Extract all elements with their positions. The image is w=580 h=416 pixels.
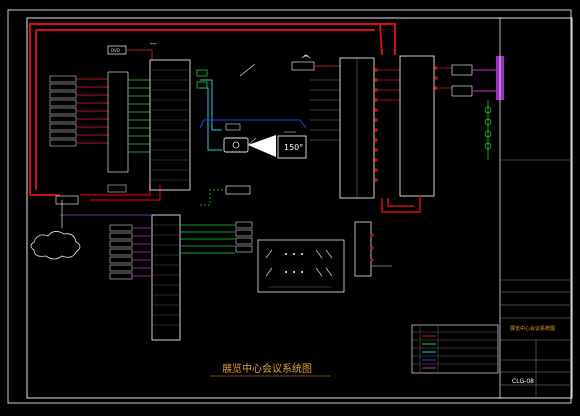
outer-frame [7,9,572,404]
inner-frame [26,17,573,399]
audio-mixer [107,71,150,193]
projection-screen: 150° [277,131,307,159]
network-cloud-icon [30,195,81,260]
device-list-lower [60,214,152,280]
red-signal-loop [29,23,396,196]
legend-table [411,324,499,374]
terminal-rack [310,57,400,199]
interface-box [354,221,392,277]
title-block: 展览中心会议系统图 CLG-08 [499,18,572,398]
cd-player [200,185,251,206]
distribution-rack [399,55,452,197]
projection-angle-label: 150° [284,143,303,152]
matrix-upper [149,59,191,191]
title-block-drawing-no: CLG-08 [512,378,534,385]
lower-red-loop [381,196,421,213]
svg-text:DVD: DVD [111,48,120,53]
drawing-title: 展览中心会议系统图 [222,362,312,375]
wireless-transmitter [239,54,340,77]
dvd-unit: DVD ━━━ [107,42,157,60]
svg-text:━━━: ━━━ [149,42,157,46]
speaker-chain [451,56,504,160]
room-device-rows [235,221,253,253]
left-trunk [80,185,161,201]
blue-control-cable [199,119,307,129]
conference-room-layout [257,239,345,293]
matrix-lower [151,214,235,341]
projector-group [196,69,276,157]
mic-list-left [49,75,108,147]
title-block-system-name: 展览中心会议系统图 [510,325,555,332]
